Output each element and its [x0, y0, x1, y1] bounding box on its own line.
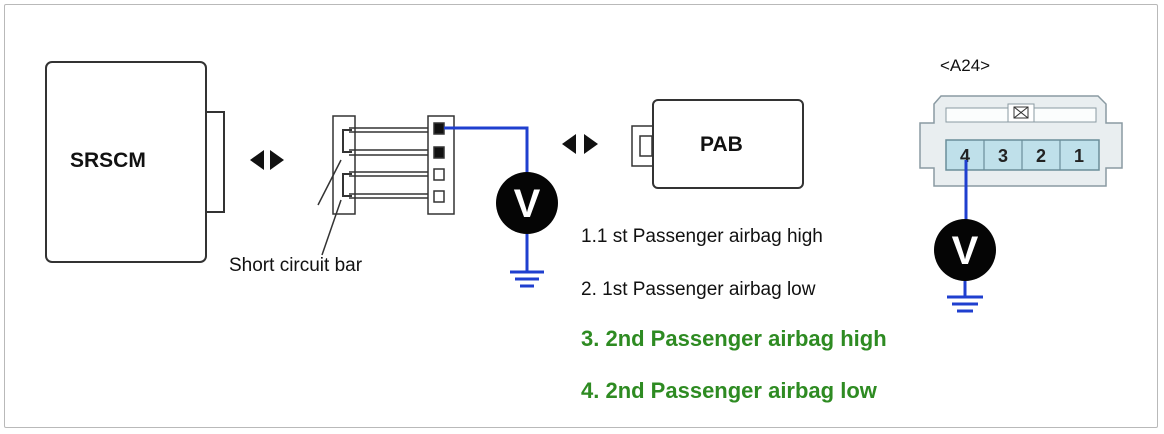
legend-item-3: 3. 2nd Passenger airbag high [581, 326, 887, 351]
voltmeter-icon: V [934, 219, 996, 313]
double-arrow-icon [250, 150, 284, 170]
pin-3-label: 3 [998, 146, 1008, 166]
double-arrow-icon [562, 134, 598, 154]
voltmeter-icon: V [496, 172, 558, 288]
connector-id-label: <A24> [940, 56, 991, 75]
legend-item-1: 1.1 st Passenger airbag high [581, 226, 823, 247]
pin-2-label: 2 [1036, 146, 1046, 166]
srscm-label: SRSCM [70, 149, 146, 172]
srscm-module [45, 61, 225, 263]
legend-item-4: 4. 2nd Passenger airbag low [581, 378, 877, 403]
diagram-frame [4, 4, 1158, 428]
short-bar-label: Short circuit bar [229, 255, 363, 276]
connector-a24: 4 3 2 1 [919, 95, 1123, 187]
svg-text:V: V [514, 182, 541, 226]
pab-label: PAB [700, 133, 743, 156]
legend-item-2: 2. 1st Passenger airbag low [581, 279, 816, 300]
pin-1-label: 1 [1074, 146, 1084, 166]
pin-4-label: 4 [960, 146, 970, 166]
svg-text:V: V [952, 229, 979, 273]
pab-module [631, 99, 804, 189]
short-circuit-bar-assembly [317, 115, 455, 256]
wire-to-meter [444, 126, 529, 176]
